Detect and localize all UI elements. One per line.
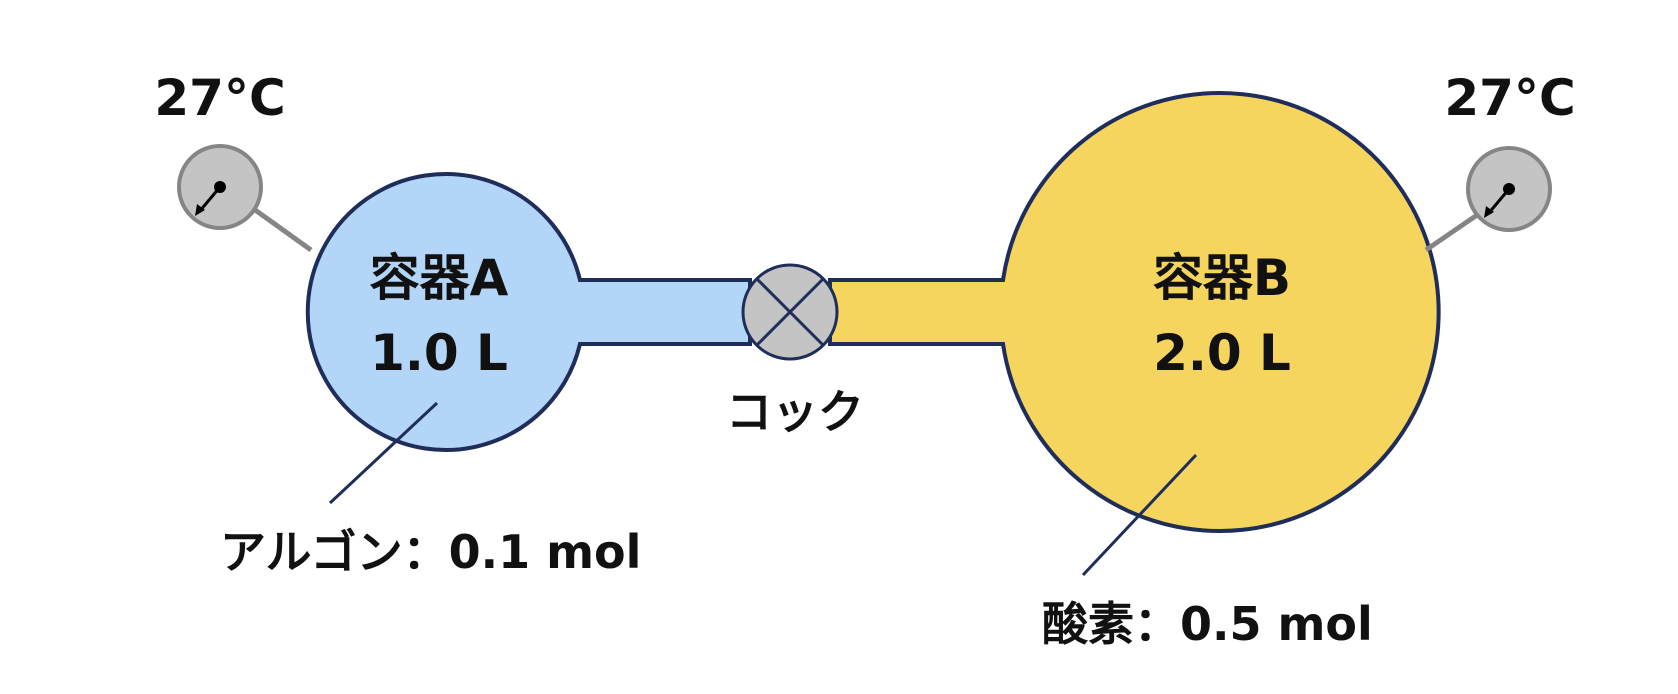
valve-label: コック xyxy=(726,385,864,439)
vessel-b-gas-label: 酸素：0.5 mol xyxy=(1042,597,1373,651)
gauge-pivot xyxy=(214,181,226,193)
thermometer-b-temp-label: 27°C xyxy=(1444,69,1575,127)
gauge-pivot xyxy=(1503,183,1515,195)
vessel-a-leader-line xyxy=(328,401,439,505)
vessel-a-gas-label: アルゴン：0.1 mol xyxy=(220,525,641,579)
thermometer-b xyxy=(1424,146,1552,253)
vessel-a-volume: 1.0 L xyxy=(370,324,508,382)
gauge-needle-arrowhead xyxy=(1484,206,1494,218)
vessel-a xyxy=(305,172,752,452)
vessel-b-name: 容器B xyxy=(1153,249,1291,307)
vessel-a-name: 容器A xyxy=(370,249,509,307)
vessel-b-volume: 2.0 L xyxy=(1153,324,1291,382)
vessel-b-leader-line xyxy=(1081,453,1198,577)
valve-cock[interactable] xyxy=(741,263,839,361)
gauge-needle-arrowhead xyxy=(195,204,205,216)
thermometer-stem xyxy=(249,204,313,253)
thermometer-a xyxy=(177,144,313,253)
thermometer-stem xyxy=(1424,210,1482,253)
thermometer-a-temp-label: 27°C xyxy=(154,69,285,127)
valve-cross-line xyxy=(755,277,825,347)
vessel-b xyxy=(828,91,1441,533)
